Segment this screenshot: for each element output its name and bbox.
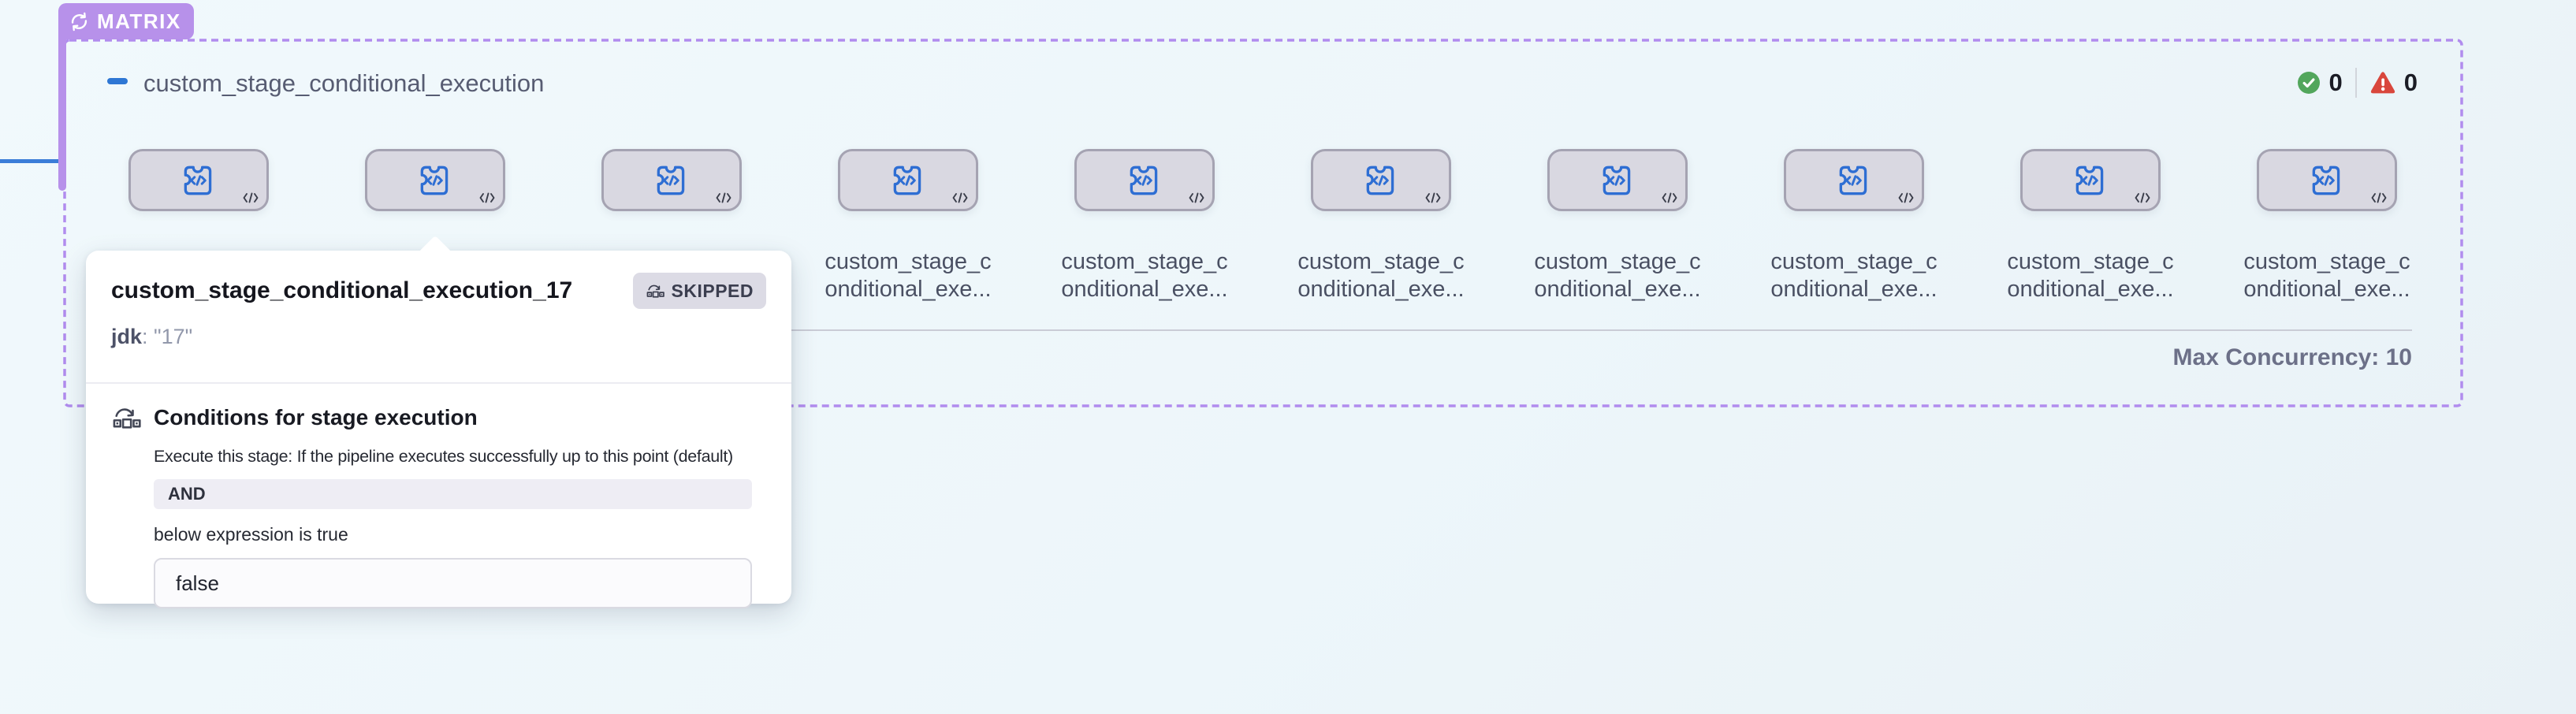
success-check-icon	[2296, 70, 2321, 95]
cycle-arrows-icon	[69, 11, 90, 32]
stage-node-8[interactable]	[1784, 149, 1924, 211]
custom-stage-puzzle-code-icon	[1598, 161, 1637, 200]
stage-node-1[interactable]	[128, 149, 269, 211]
conditions-subtext: below expression is true	[154, 524, 348, 545]
status-badge-label: SKIPPED	[671, 280, 754, 301]
matrix-badge-label: MATRIX	[97, 9, 181, 33]
param-key: jdk	[111, 325, 143, 348]
matrix-tab-strip	[58, 36, 66, 191]
conditional-execution-icon	[111, 404, 141, 431]
code-brackets-icon	[1897, 192, 1915, 204]
stage-node-label: custom_stage_c onditional_exe...	[1534, 249, 1701, 302]
conditions-heading: Conditions for stage execution	[154, 405, 478, 430]
condition-operator-pill: AND	[154, 479, 752, 509]
code-brackets-icon	[478, 192, 496, 204]
custom-stage-puzzle-code-icon	[2307, 161, 2347, 200]
stage-node-4[interactable]	[838, 149, 978, 211]
condition-operator-label: AND	[168, 484, 206, 504]
stage-node-10[interactable]	[2257, 149, 2397, 211]
stage-node-5[interactable]	[1074, 149, 1215, 211]
tooltip-stage-title: custom_stage_conditional_execution_17	[111, 277, 573, 303]
custom-stage-puzzle-code-icon	[888, 161, 928, 200]
code-brackets-icon	[2370, 192, 2388, 204]
conditional-skip-icon	[646, 282, 664, 299]
stage-node-label: custom_stage_c onditional_exe...	[825, 249, 992, 302]
matrix-stage-title: custom_stage_conditional_execution	[143, 69, 545, 97]
status-badge: SKIPPED	[632, 273, 766, 309]
code-brackets-icon	[715, 192, 732, 204]
param-value: : "17"	[142, 325, 193, 348]
stage-node-label: custom_stage_c onditional_exe...	[2007, 249, 2174, 302]
stage-node-6[interactable]	[1311, 149, 1451, 211]
max-concurrency-label: Max Concurrency: 10	[2172, 344, 2412, 370]
code-brackets-icon	[1661, 192, 1678, 204]
code-brackets-icon	[242, 192, 259, 204]
code-brackets-icon	[1424, 192, 1442, 204]
tooltip-arrow	[418, 235, 452, 270]
code-brackets-icon	[951, 192, 969, 204]
stage-node-label: custom_stage_c onditional_exe...	[1297, 249, 1465, 302]
stage-tooltip-card: custom_stage_conditional_execution_17 SK…	[86, 235, 791, 608]
custom-stage-puzzle-code-icon	[2071, 161, 2110, 200]
code-brackets-icon	[2134, 192, 2151, 204]
matrix-param-line: jdk: "17"	[111, 325, 766, 349]
condition-expression-field: false	[154, 558, 752, 608]
custom-stage-puzzle-code-icon	[1834, 161, 1874, 200]
tooltip-section-divider	[86, 382, 791, 384]
conditions-description: Execute this stage: If the pipeline exec…	[154, 447, 733, 466]
stage-node-label: custom_stage_c onditional_exe...	[1061, 249, 1228, 302]
failed-count: 0	[2403, 69, 2418, 96]
custom-stage-puzzle-code-icon	[179, 161, 218, 200]
success-count: 0	[2328, 69, 2343, 96]
custom-stage-puzzle-code-icon	[415, 161, 455, 200]
matrix-status-counts: 0 0	[2296, 66, 2418, 99]
stage-node-label: custom_stage_c onditional_exe...	[1770, 249, 1938, 302]
stage-node-2[interactable]	[365, 149, 505, 211]
condition-expression-value: false	[176, 571, 219, 595]
collapse-matrix-button[interactable]	[107, 78, 128, 84]
stage-node-9[interactable]	[2020, 149, 2161, 211]
matrix-badge: MATRIX	[58, 3, 194, 39]
status-count-divider	[2355, 68, 2357, 98]
stage-node-7[interactable]	[1547, 149, 1688, 211]
failed-warning-icon	[2369, 70, 2396, 95]
custom-stage-puzzle-code-icon	[1125, 161, 1164, 200]
code-brackets-icon	[1188, 192, 1205, 204]
matrix-footer-divider	[95, 329, 2412, 331]
custom-stage-puzzle-code-icon	[1361, 161, 1401, 200]
custom-stage-puzzle-code-icon	[652, 161, 691, 200]
stage-node-label: custom_stage_c onditional_exe...	[2243, 249, 2410, 302]
stage-node-3[interactable]	[601, 149, 742, 211]
pipeline-connector-line	[0, 159, 59, 163]
